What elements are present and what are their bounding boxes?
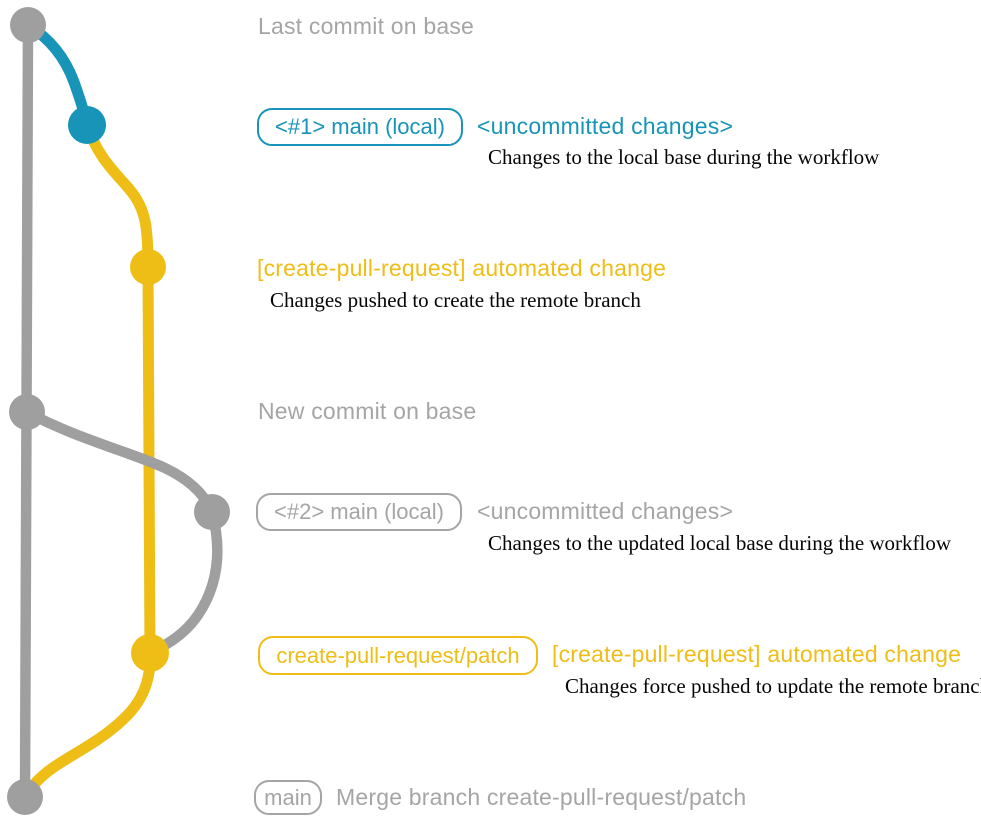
branch-badge-main-label: main: [264, 784, 312, 810]
branch-badge-create-pull-request-patch-label: create-pull-request/patch: [276, 642, 520, 668]
new-commit-title: New commit on base: [258, 398, 477, 424]
commit-node-automated-change: [130, 249, 166, 285]
rebase-edge: [146, 506, 223, 658]
merge-commit-title: Merge branch create-pull-request/patch: [336, 784, 747, 810]
merge-edge: [19, 647, 156, 803]
branch-badge-main-local-2: <#2> main (local): [256, 493, 462, 531]
branch-badge-main-local-1: <#1> main (local): [257, 108, 463, 146]
branch-badge-main-local-1-label: <#1> main (local): [275, 114, 445, 139]
commit-node-last-base: [10, 7, 46, 43]
commit-node-local-1: [68, 106, 106, 144]
automated-change-2-desc: Changes force pushed to update the remot…: [565, 674, 981, 698]
branch-badge-create-pull-request-patch: create-pull-request/patch: [258, 636, 538, 675]
last-commit-title: Last commit on base: [258, 13, 475, 39]
automated-change-2-title: [create-pull-request] automated change: [552, 641, 962, 667]
commit-node-force-push: [131, 634, 169, 672]
automated-change-1-desc: Changes pushed to create the remote bran…: [270, 288, 641, 312]
uncommitted-changes-2-desc: Changes to the updated local base during…: [488, 531, 952, 555]
branch-badge-main-local-2-label: <#2> main (local): [274, 499, 444, 524]
uncommitted-changes-1-title: <uncommitted changes>: [477, 113, 734, 139]
branch-badge-main: main: [254, 780, 322, 815]
commit-node-new-base: [9, 394, 45, 430]
automated-change-1-title: [create-pull-request] automated change: [257, 255, 667, 281]
uncommitted-changes-1-desc: Changes to the local base during the wor…: [488, 145, 880, 169]
commit-node-merge: [7, 779, 43, 815]
uncommitted-changes-2-title: <uncommitted changes>: [477, 498, 734, 524]
commit-node-local-2: [194, 494, 230, 530]
remote-branch-edge-top: [81, 119, 154, 273]
local-commit-2-edge: [21, 406, 218, 518]
